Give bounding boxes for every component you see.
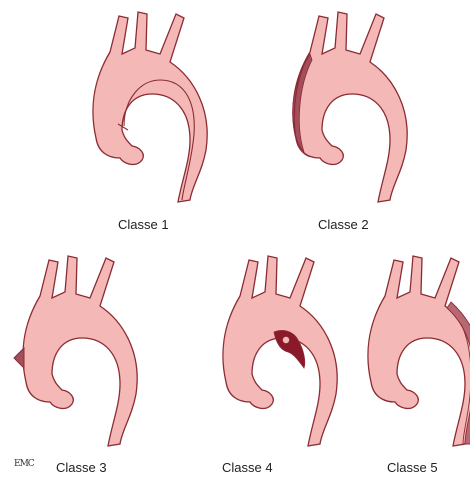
label-classe-1: Classe 1 [118, 217, 169, 232]
rupture-hole [283, 337, 290, 344]
label-classe-4: Classe 4 [222, 460, 273, 475]
aorta-wall [293, 12, 407, 202]
aorta-diagram-classe-4 [223, 256, 337, 446]
aorta-diagram-classe-5 [368, 256, 470, 446]
aorta-diagram-classe-2 [293, 12, 408, 202]
label-classe-2: Classe 2 [318, 217, 369, 232]
aorta-wall [93, 12, 207, 202]
label-classe-5: Classe 5 [387, 460, 438, 475]
aorta-diagram-classe-3 [14, 256, 137, 446]
emc-logo: EMC [14, 459, 34, 469]
label-classe-3: Classe 3 [56, 460, 107, 475]
ulcer-bulge [14, 348, 24, 368]
aorta-wall [223, 256, 337, 446]
aorta-wall [23, 256, 137, 446]
aorta-wall [368, 256, 470, 446]
aorta-diagram-classe-1 [93, 12, 207, 202]
